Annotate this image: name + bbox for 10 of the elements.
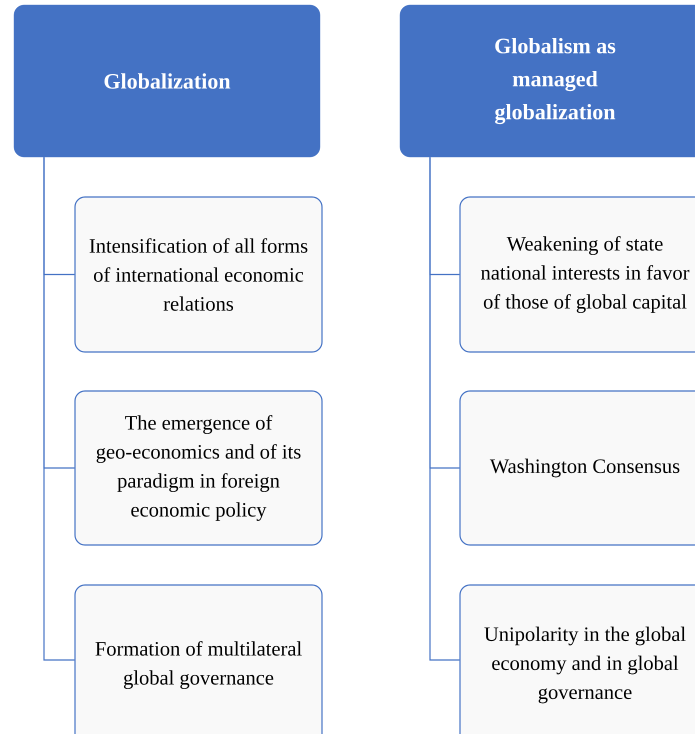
text-box: The emergence of geo-economics and of its paradigm in foreign economic policy: [74, 390, 323, 546]
header-box: Globalization: [14, 4, 320, 158]
text-box: Unipolarity in the global economy and in global governance: [459, 584, 695, 734]
connector-line: [429, 157, 460, 661]
text-box: Washington Consensus: [459, 390, 695, 546]
text-box: Intensification of all forms of international economic relations: [74, 196, 323, 353]
text-box: Weakening of state national interests in favor of those of global capital: [459, 196, 695, 353]
text-box: Formation of multilateral global governance: [74, 584, 323, 734]
connector-line: [43, 157, 74, 661]
header-box: Globalism as managed globalization: [400, 4, 695, 158]
